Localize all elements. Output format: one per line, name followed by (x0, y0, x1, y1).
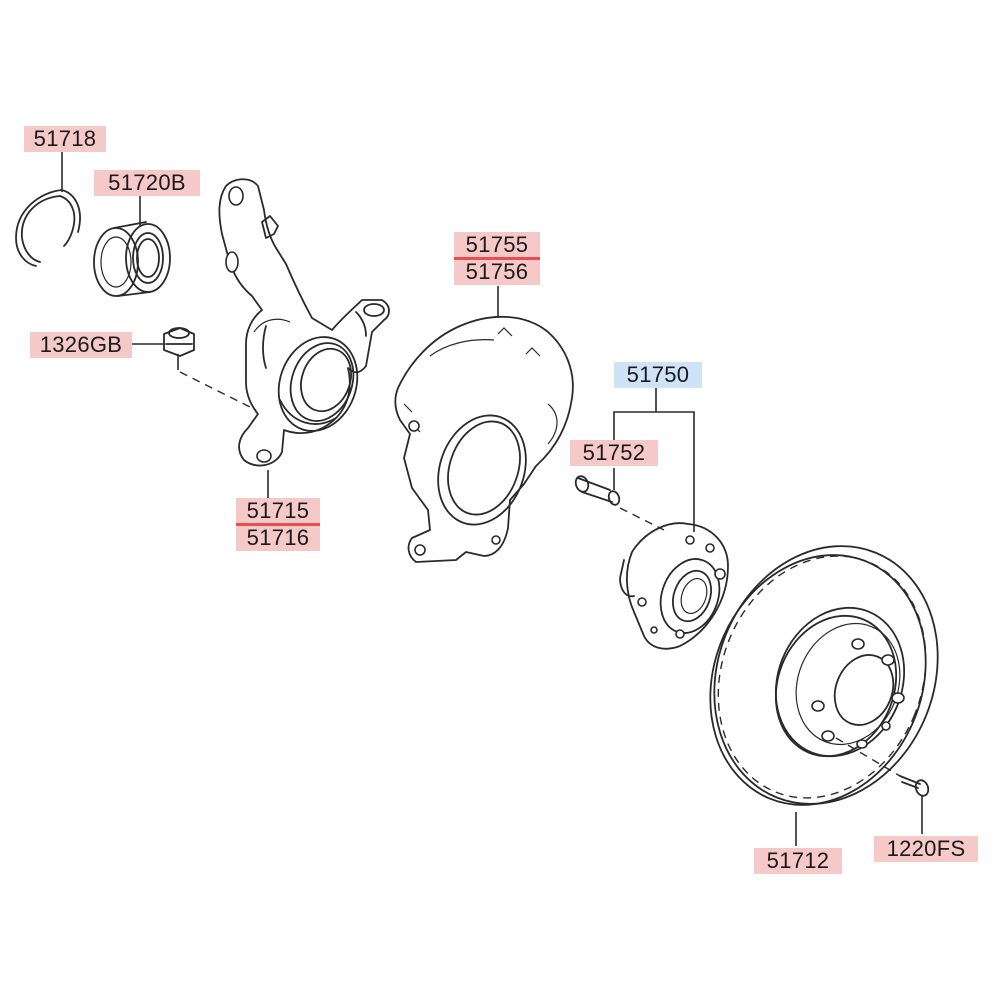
part-label-hub-assembly[interactable]: 51750 (614, 362, 702, 388)
leader-lines (61, 152, 923, 846)
label-divider (236, 523, 320, 526)
part-label-dust-cover-right[interactable]: 51756 (454, 259, 540, 285)
brake-disc-part (709, 545, 939, 806)
part-label-knuckle-right[interactable]: 51716 (236, 525, 320, 551)
screw-part (899, 775, 930, 797)
snap-ring-part (15, 189, 81, 267)
part-label-dust-cover-group: 51755 51756 (454, 232, 540, 285)
part-label-screw[interactable]: 1220FS (874, 836, 978, 862)
wheel-hub-part (619, 522, 729, 650)
part-label-hub-bolt[interactable]: 51752 (570, 440, 658, 466)
wheel-bearing-part (93, 221, 171, 297)
steering-knuckle-part (218, 178, 390, 467)
part-label-nut[interactable]: 1326GB (30, 332, 132, 358)
dust-cover-part (394, 315, 574, 563)
part-label-bearing[interactable]: 51720B (94, 170, 200, 196)
part-label-knuckle-left[interactable]: 51715 (236, 498, 320, 524)
label-divider (454, 257, 540, 260)
part-label-dust-cover-left[interactable]: 51755 (454, 232, 540, 258)
part-label-knuckle-group: 51715 51716 (236, 498, 320, 551)
hub-bolt-part (574, 475, 621, 506)
nut-part (163, 327, 195, 357)
part-label-snap-ring[interactable]: 51718 (24, 126, 106, 152)
part-label-disc[interactable]: 51712 (754, 848, 842, 874)
